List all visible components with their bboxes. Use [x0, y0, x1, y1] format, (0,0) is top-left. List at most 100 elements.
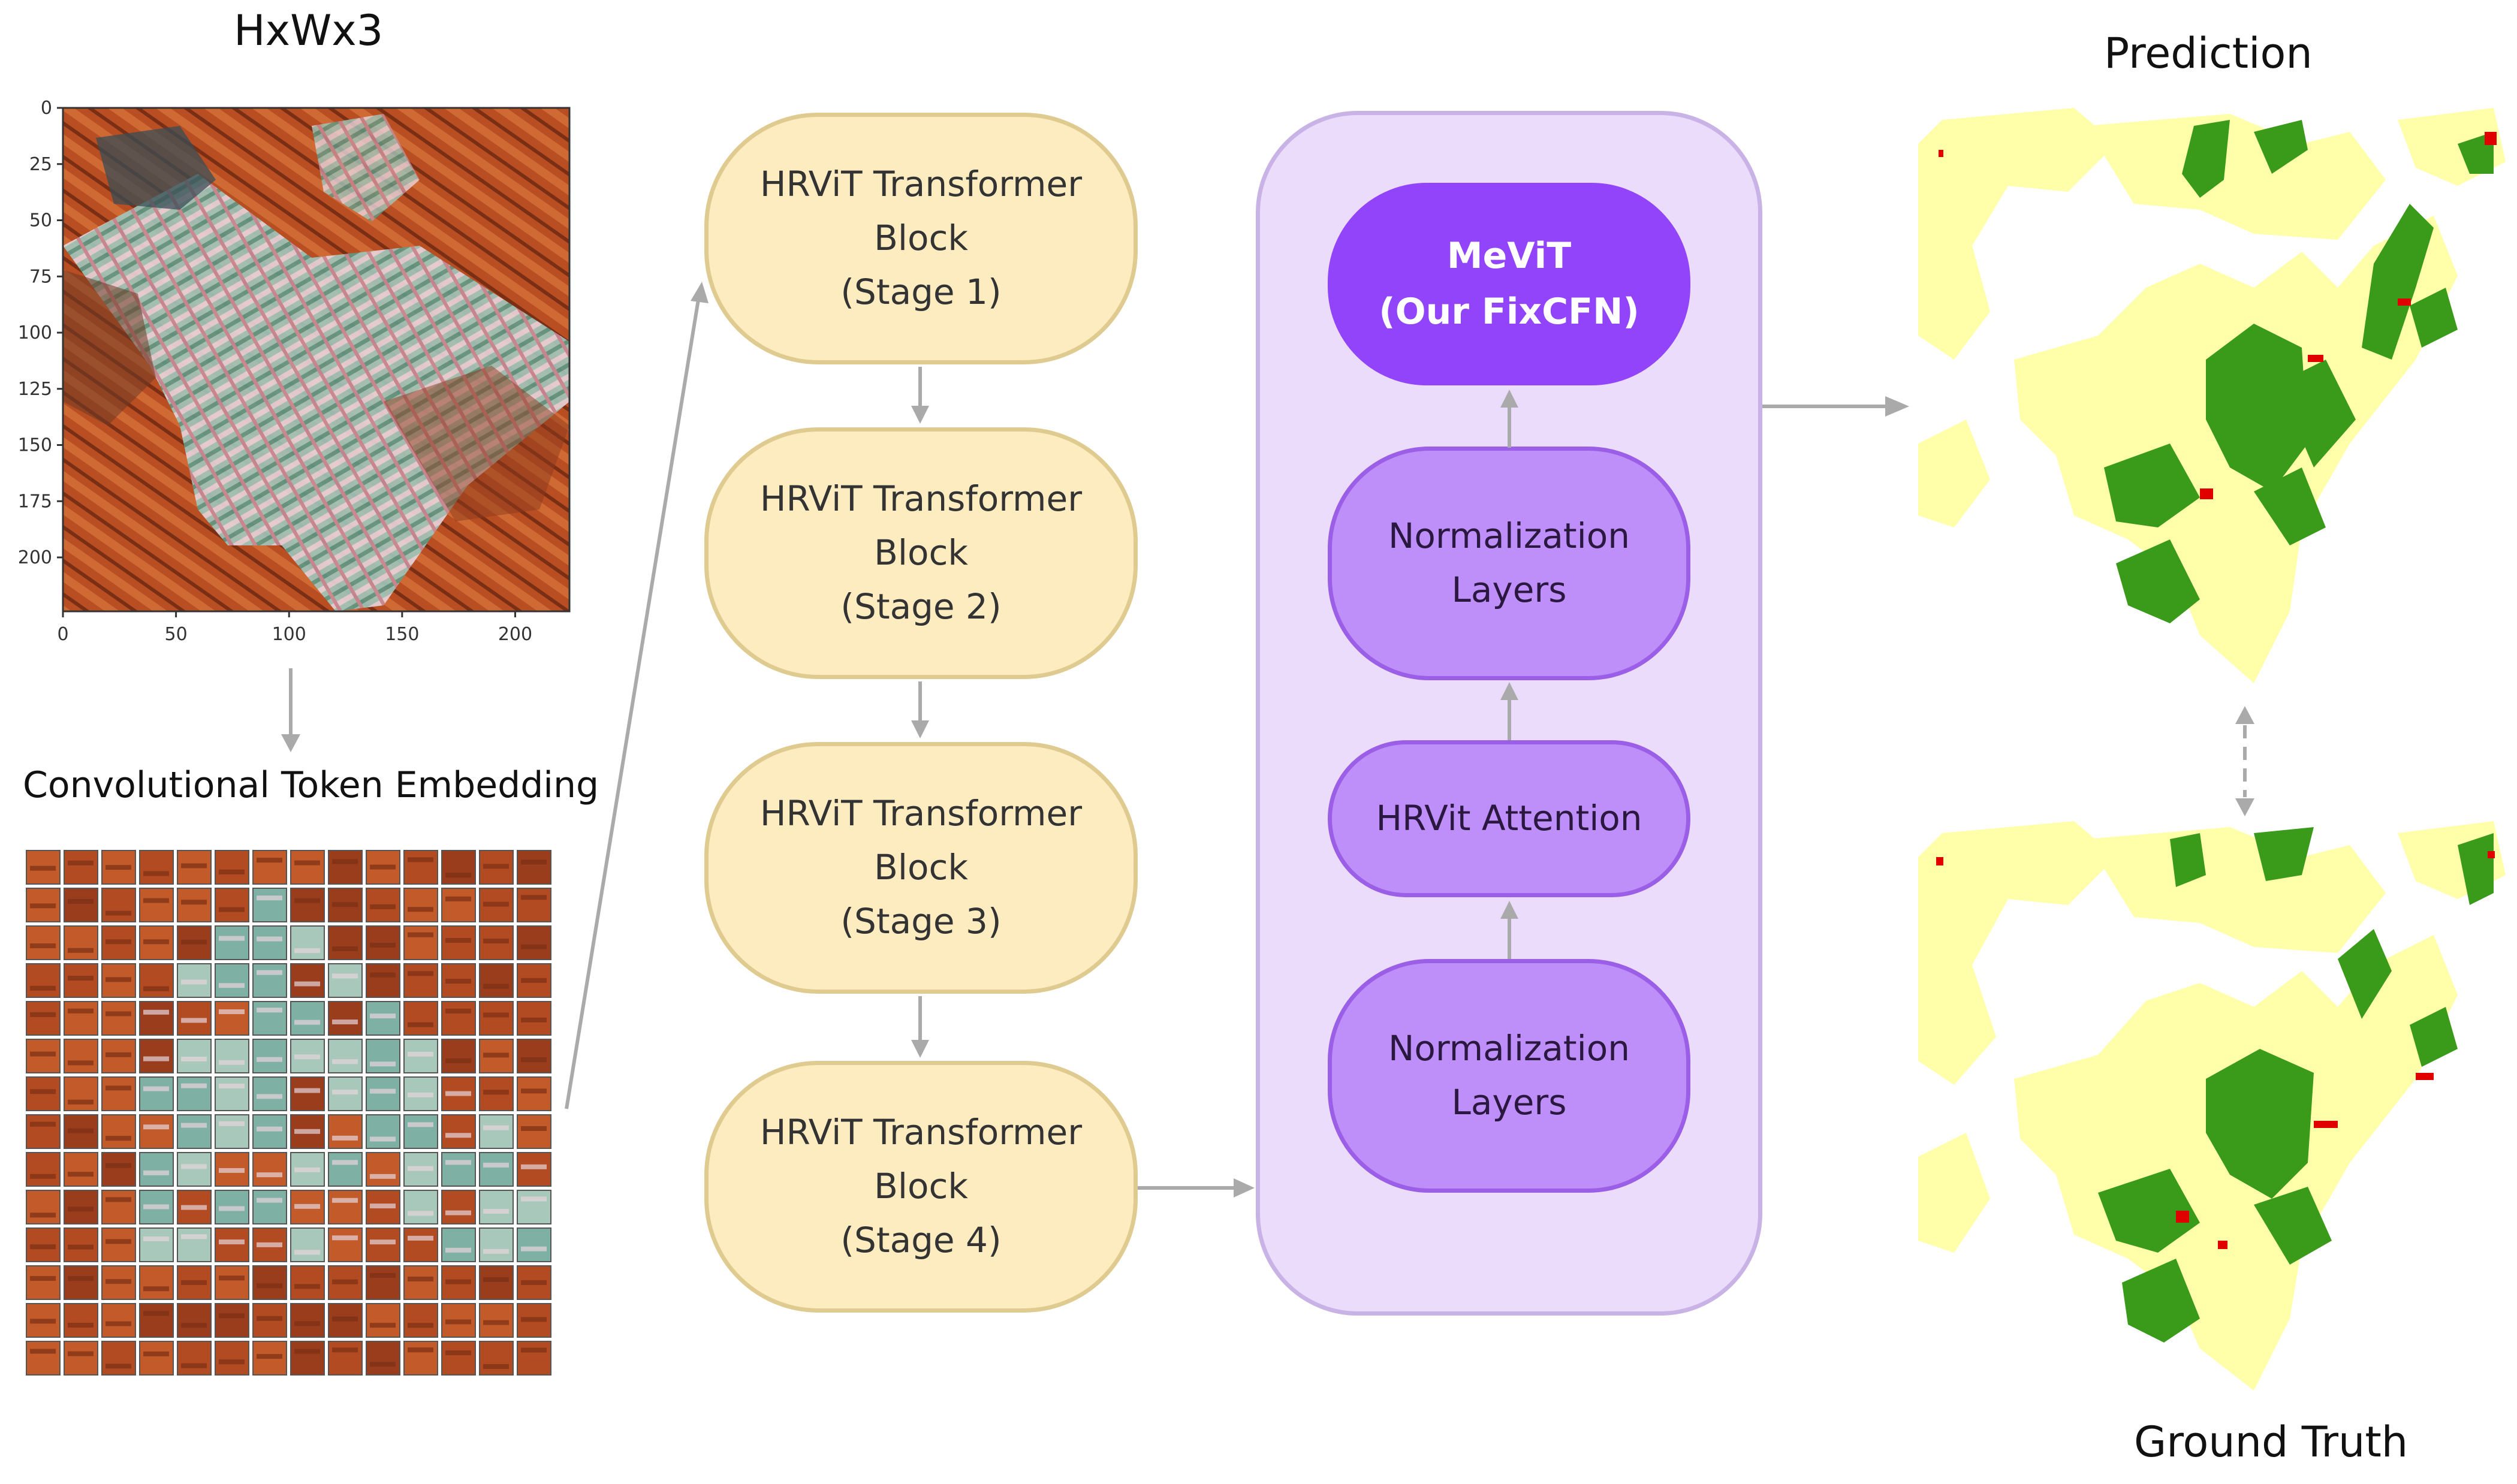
token-texture [445, 1319, 471, 1325]
arrow-norm-bottom-to-attention [1500, 901, 1518, 959]
token-texture [370, 1136, 396, 1142]
token-patch [177, 1341, 212, 1376]
token-patch [139, 1001, 174, 1036]
stage-2-line2: Block [874, 532, 968, 574]
token-texture [370, 904, 396, 909]
token-texture [30, 903, 56, 909]
token-patch [517, 925, 551, 960]
token-texture [521, 1164, 547, 1169]
token-texture [332, 1316, 358, 1322]
mevit-subtitle: (Our FixCFN) [1379, 291, 1639, 333]
token-patch [26, 1190, 61, 1224]
token-patch [328, 963, 363, 998]
token-texture [332, 859, 358, 864]
token-patch [177, 888, 212, 922]
token-patch [517, 1227, 551, 1262]
token-texture [483, 1248, 509, 1254]
token-texture [30, 1121, 56, 1127]
token-texture [521, 1280, 547, 1285]
token-patch [64, 1265, 98, 1300]
y-tick-label: 200 [18, 547, 52, 568]
token-texture [521, 859, 547, 865]
token-patch [64, 1001, 98, 1036]
token-patch [328, 1190, 363, 1224]
token-texture [332, 946, 358, 952]
token-patch [215, 1265, 249, 1300]
token-grid [26, 850, 551, 1376]
token-patch [64, 1303, 98, 1338]
prediction-map [1918, 108, 2506, 683]
token-texture [294, 898, 320, 903]
token-patch [177, 1303, 212, 1338]
token-texture [143, 1236, 169, 1242]
token-texture [332, 1135, 358, 1141]
token-texture [257, 858, 282, 863]
token-texture [30, 1276, 56, 1281]
token-texture [105, 1052, 131, 1057]
token-texture [332, 1090, 358, 1095]
token-texture [370, 1061, 396, 1067]
token-texture [105, 1239, 131, 1244]
token-texture [68, 1244, 94, 1250]
token-texture [257, 1126, 282, 1132]
token-texture [143, 1351, 169, 1356]
token-texture [483, 901, 509, 907]
token-texture [445, 896, 471, 901]
token-texture [332, 1160, 358, 1165]
token-patch [479, 1114, 514, 1149]
token-patch [403, 1227, 438, 1262]
arrow-stage1-to-stage2 [911, 367, 929, 424]
token-texture [143, 939, 169, 945]
token-texture [143, 1311, 169, 1316]
token-patch [177, 1076, 212, 1111]
token-patch [252, 1152, 287, 1187]
token-texture [219, 983, 245, 988]
token-patch [517, 888, 551, 922]
x-tick-label: 150 [385, 624, 419, 645]
token-texture [30, 1089, 56, 1094]
token-texture [181, 1164, 207, 1169]
arrow-tokens-to-stage1 [565, 282, 709, 1109]
token-texture [445, 1350, 471, 1356]
token-patch [101, 1001, 136, 1036]
token-texture [483, 1012, 509, 1018]
token-texture [521, 895, 547, 900]
token-texture [181, 863, 207, 868]
token-patch [517, 1190, 551, 1224]
token-patch [403, 850, 438, 885]
token-patch [403, 1341, 438, 1376]
token-texture [68, 1099, 94, 1105]
token-texture [68, 1351, 94, 1356]
token-texture [143, 1009, 169, 1015]
token-texture [483, 1090, 509, 1095]
token-patch [64, 1039, 98, 1073]
token-texture [181, 1056, 207, 1061]
token-texture [294, 1020, 320, 1025]
token-patch [139, 888, 174, 922]
token-patch [328, 1001, 363, 1036]
token-patch [366, 1341, 400, 1376]
token-texture [143, 986, 169, 991]
stage-1-line1: HRViT Transformer [759, 164, 1083, 205]
token-patch [290, 1227, 325, 1262]
token-texture [257, 1283, 282, 1289]
token-texture [483, 984, 509, 989]
token-texture [521, 1017, 547, 1022]
token-texture [483, 1052, 509, 1058]
embedding-title: Convolutional Token Embedding [23, 764, 599, 806]
token-texture [219, 1121, 245, 1126]
norm-bottom-line2: Layers [1451, 1082, 1567, 1123]
token-texture [332, 1020, 358, 1025]
token-texture [521, 1057, 547, 1063]
token-patch [441, 888, 476, 922]
token-texture [483, 1364, 509, 1369]
token-texture [408, 1211, 433, 1216]
token-texture [143, 898, 169, 903]
token-texture [445, 1247, 471, 1253]
token-patch [215, 963, 249, 998]
y-tick-label: 50 [29, 210, 52, 231]
token-patch [290, 925, 325, 960]
token-texture [521, 1088, 547, 1094]
